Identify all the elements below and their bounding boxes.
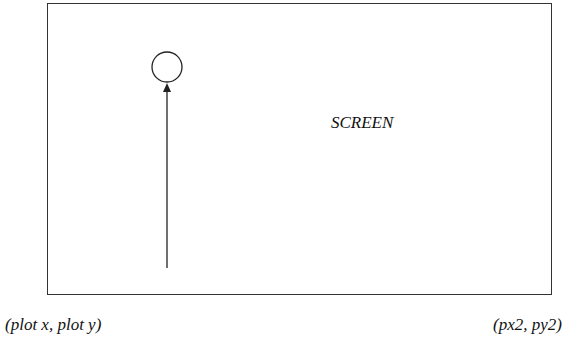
screen-label: SCREEN (331, 114, 393, 133)
screen-box: SCREEN (47, 3, 552, 295)
coordinate-label: (plot x, plot y) (5, 316, 101, 335)
plot-circle (152, 52, 182, 82)
motion-arrow (166, 90, 167, 268)
coordinate-label: (px2, py2) (493, 316, 562, 335)
arrow-head (163, 83, 171, 92)
